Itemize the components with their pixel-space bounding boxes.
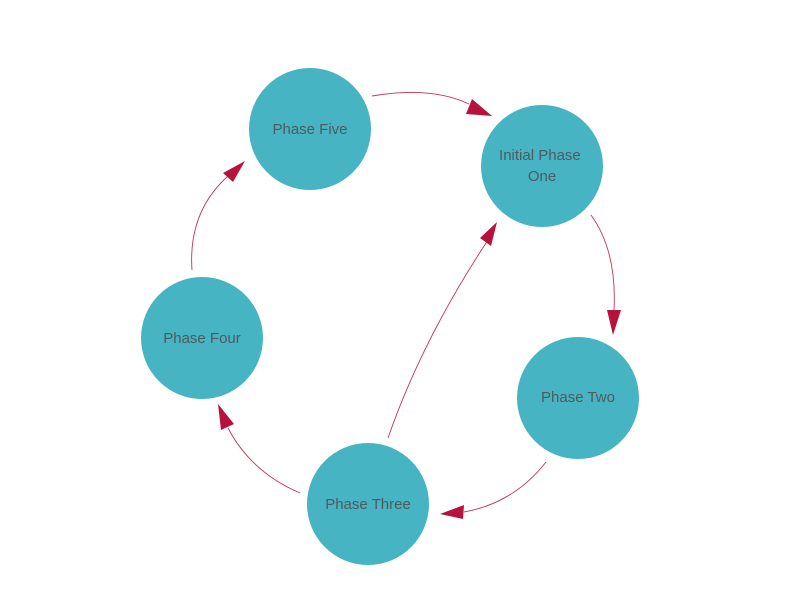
node-phase-two[interactable]: Phase Two (517, 337, 639, 459)
arrow-head-icon (480, 222, 497, 246)
node-label: Phase Two (541, 389, 615, 406)
node-label-line: Initial Phase (499, 147, 581, 164)
edge-phase-three-to-phase-four (218, 404, 301, 494)
node-label: Phase Three (325, 496, 411, 513)
edges (191, 91, 621, 519)
arrow-head-icon (440, 505, 464, 519)
node-label-line: Phase Five (272, 121, 347, 138)
arrow-head-icon (223, 161, 245, 182)
edge-phase-five-to-phase-one (371, 91, 492, 116)
node-phase-five[interactable]: Phase Five (249, 68, 371, 190)
arrow-head-icon (466, 99, 492, 116)
edge-line (590, 214, 615, 311)
node-label: Phase Four (163, 330, 241, 347)
node-circle (141, 277, 263, 399)
node-circle (307, 443, 429, 565)
arrow-head-icon (218, 404, 234, 430)
node-label-line: One (528, 168, 556, 185)
nodes: Phase Five Initial Phase One Phase Four … (141, 68, 639, 565)
node-label-line: Phase Three (325, 496, 411, 513)
node-label: Initial Phase One (499, 147, 585, 185)
edge-phase-two-to-phase-three (440, 461, 547, 519)
node-circle (517, 337, 639, 459)
node-label: Phase Five (272, 121, 347, 138)
edge-phase-three-to-phase-one (387, 222, 497, 439)
edge-phase-four-to-phase-five (191, 161, 245, 271)
node-circle (481, 105, 603, 227)
edge-phase-one-to-phase-two (590, 214, 621, 335)
node-label-line: Phase Two (541, 389, 615, 406)
edge-line (463, 461, 547, 513)
node-label-line: Phase Four (163, 330, 241, 347)
node-circle (249, 68, 371, 190)
edge-line (371, 91, 470, 105)
edge-line (191, 175, 229, 271)
node-phase-four[interactable]: Phase Four (141, 277, 263, 399)
arrow-head-icon (607, 310, 621, 335)
edge-line (227, 427, 301, 494)
node-phase-one[interactable]: Initial Phase One (481, 105, 603, 227)
node-phase-three[interactable]: Phase Three (307, 443, 429, 565)
edge-line (387, 239, 489, 439)
